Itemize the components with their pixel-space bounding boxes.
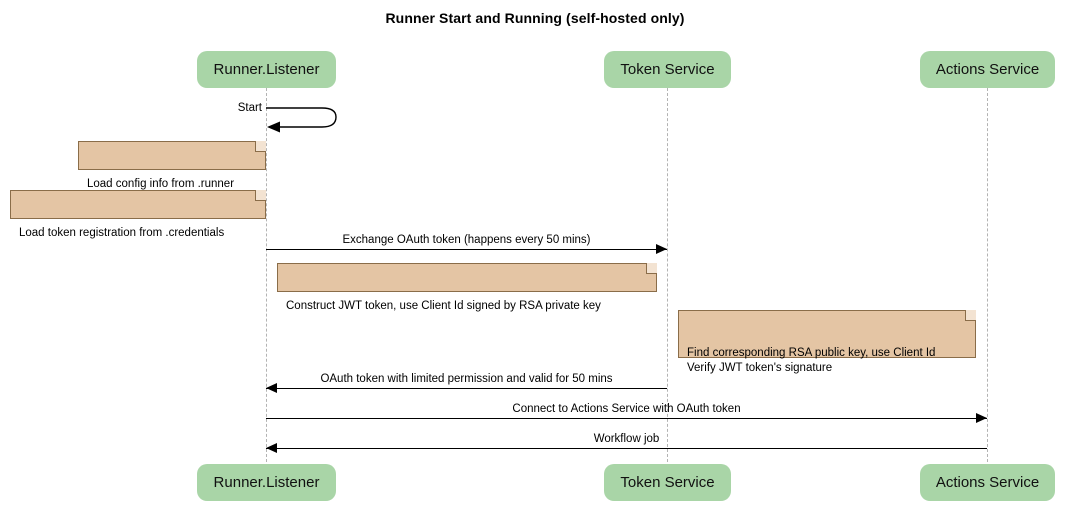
participant-label: Runner.Listener — [213, 61, 320, 78]
note-load-config-info: Load config info from .runner — [78, 141, 266, 190]
note-construct-jwt-token: Construct JWT token, use Client Id signe… — [277, 263, 657, 312]
message-label-connect-actions-service: Connect to Actions Service with OAuth to… — [512, 403, 741, 415]
note-fold-icon — [255, 190, 266, 201]
lifeline-actions-service — [987, 88, 988, 462]
message-arrowhead-exchange-oauth-token — [656, 244, 667, 254]
participant-label: Token Service — [620, 474, 715, 491]
note-text: Load token registration from .credential… — [19, 227, 225, 239]
participant-label: Actions Service — [935, 61, 1040, 78]
participant-runner-listener-top[interactable]: Runner.Listener — [197, 51, 336, 88]
lifeline-runner-listener — [266, 88, 267, 462]
message-line-exchange-oauth-token — [266, 249, 667, 250]
note-load-token-registration: Load token registration from .credential… — [10, 190, 266, 239]
page-title: Runner Start and Running (self-hosted on… — [385, 10, 685, 26]
participant-actions-service-bottom[interactable]: Actions Service — [920, 464, 1055, 501]
message-label-workflow-job: Workflow job — [593, 433, 660, 445]
message-line-connect-actions-service — [266, 418, 987, 419]
message-line-workflow-job — [266, 448, 987, 449]
participant-actions-service-top[interactable]: Actions Service — [920, 51, 1055, 88]
note-fold-icon — [255, 141, 266, 152]
message-arrowhead-oauth-token-reply — [266, 383, 277, 393]
note-fold-icon — [965, 310, 976, 321]
participant-label: Actions Service — [935, 474, 1040, 491]
participant-label: Token Service — [620, 61, 715, 78]
message-arrowhead-connect-actions-service — [976, 413, 987, 423]
lifeline-token-service — [667, 88, 668, 462]
participant-runner-listener-bottom[interactable]: Runner.Listener — [197, 464, 336, 501]
note-verify-jwt-token: Find corresponding RSA public key, use C… — [678, 310, 976, 374]
message-label-exchange-oauth-token: Exchange OAuth token (happens every 50 m… — [342, 234, 591, 246]
note-text: Load config info from .runner — [87, 178, 235, 190]
message-label-start: Start — [237, 102, 262, 114]
message-label-oauth-token-reply: OAuth token with limited permission and … — [320, 373, 613, 385]
participant-token-service-top[interactable]: Token Service — [604, 51, 731, 88]
participant-label: Runner.Listener — [213, 474, 320, 491]
message-arrowhead-workflow-job — [266, 443, 277, 453]
participant-token-service-bottom[interactable]: Token Service — [604, 464, 731, 501]
message-line-oauth-token-reply — [266, 388, 667, 389]
self-message-start-arrow — [266, 107, 337, 133]
note-text: Find corresponding RSA public key, use C… — [687, 347, 936, 374]
note-fold-icon — [646, 263, 657, 274]
note-text: Construct JWT token, use Client Id signe… — [286, 300, 601, 312]
